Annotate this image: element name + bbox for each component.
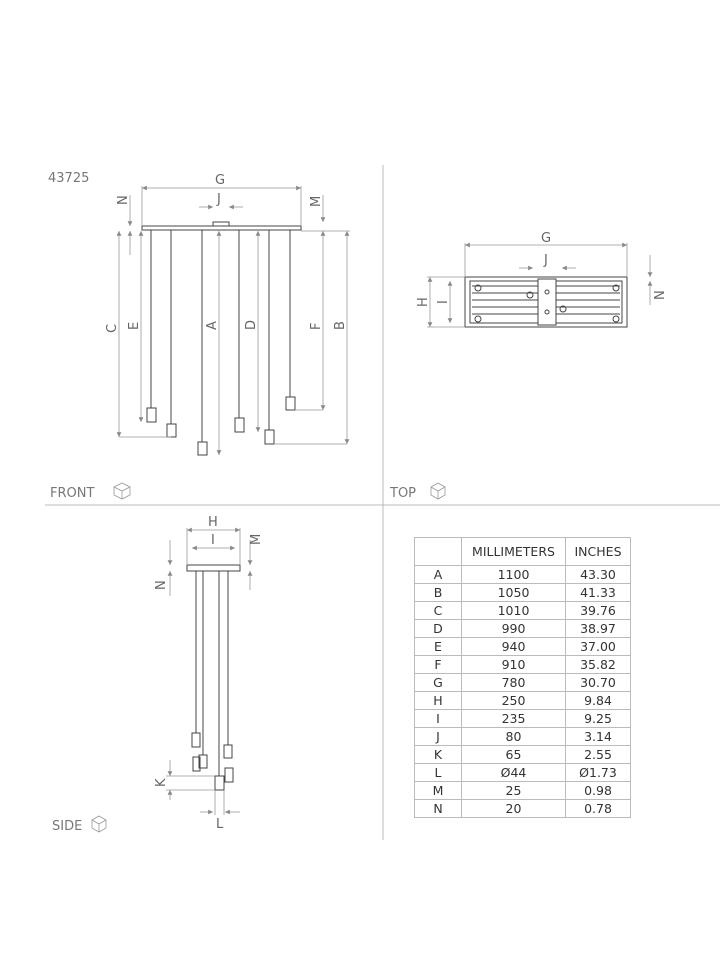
row-inches: 0.78	[565, 799, 631, 818]
front-view-label: FRONT	[50, 486, 94, 501]
side-view-label: SIDE	[52, 819, 82, 834]
front-view: G J N M C E A D F B	[105, 173, 350, 456]
row-inches: 37.00	[565, 637, 631, 656]
row-millimeters: 1010	[461, 601, 566, 620]
top-view: G J H I N	[416, 231, 668, 328]
row-inches: 41.33	[565, 583, 631, 602]
row-key: G	[414, 673, 462, 692]
cube-icon	[430, 482, 446, 500]
row-key: B	[414, 583, 462, 602]
row-key: J	[414, 727, 462, 746]
row-inches: 30.70	[565, 673, 631, 692]
dim-label-e: E	[127, 322, 142, 330]
row-inches: 35.82	[565, 655, 631, 674]
dim-label-b: B	[333, 321, 348, 330]
dim-label-a: A	[205, 321, 220, 330]
row-millimeters: 25	[461, 781, 566, 800]
dim-label-c: C	[105, 324, 120, 333]
row-key: C	[414, 601, 462, 620]
column-header-key	[414, 537, 462, 566]
dim-label-l: L	[216, 817, 224, 832]
row-millimeters: 80	[461, 727, 566, 746]
row-key: F	[414, 655, 462, 674]
dim-label-d: D	[244, 320, 259, 330]
row-inches: 3.14	[565, 727, 631, 746]
dim-label-k: K	[154, 778, 169, 787]
row-inches: 9.84	[565, 691, 631, 710]
dim-label-h: H	[416, 297, 431, 307]
row-millimeters: 235	[461, 709, 566, 728]
row-inches: 39.76	[565, 601, 631, 620]
dim-label-j: J	[216, 192, 221, 207]
row-inches: 38.97	[565, 619, 631, 638]
row-inches: Ø1.73	[565, 763, 631, 782]
dim-label-n: N	[653, 290, 668, 300]
row-key: L	[414, 763, 462, 782]
dim-label-f: F	[309, 323, 324, 330]
row-inches: 9.25	[565, 709, 631, 728]
row-millimeters: 20	[461, 799, 566, 818]
dim-label-n: N	[116, 195, 131, 205]
dim-label-g: G	[215, 173, 225, 188]
row-inches: 43.30	[565, 565, 631, 584]
row-millimeters: 780	[461, 673, 566, 692]
row-key: K	[414, 745, 462, 764]
row-millimeters: 990	[461, 619, 566, 638]
dim-label-h: H	[208, 515, 218, 530]
top-view-label: TOP	[389, 486, 416, 501]
cube-icon	[113, 482, 131, 500]
row-millimeters: 65	[461, 745, 566, 764]
dim-label-i: I	[436, 300, 451, 304]
row-millimeters: 1100	[461, 565, 566, 584]
column-header-millimeters: MILLIMETERS	[461, 537, 566, 566]
cube-icon	[91, 815, 107, 833]
row-key: N	[414, 799, 462, 818]
row-key: D	[414, 619, 462, 638]
dim-label-m: M	[309, 196, 324, 207]
row-millimeters: 910	[461, 655, 566, 674]
row-key: E	[414, 637, 462, 656]
side-view: H I M N K L	[154, 515, 264, 832]
dim-label-g: G	[541, 231, 551, 246]
row-millimeters: Ø44	[461, 763, 566, 782]
table-header-row: MILLIMETERS INCHES	[414, 537, 631, 566]
dim-label-n: N	[154, 580, 169, 590]
row-key: H	[414, 691, 462, 710]
row-inches: 0.98	[565, 781, 631, 800]
dim-label-j: J	[543, 253, 548, 268]
dim-label-i: I	[211, 533, 215, 548]
row-millimeters: 250	[461, 691, 566, 710]
row-key: A	[414, 565, 462, 584]
row-inches: 2.55	[565, 745, 631, 764]
dim-label-m: M	[249, 534, 264, 545]
row-key: I	[414, 709, 462, 728]
column-header-inches: INCHES	[565, 537, 631, 566]
row-millimeters: 940	[461, 637, 566, 656]
row-key: M	[414, 781, 462, 800]
row-millimeters: 1050	[461, 583, 566, 602]
model-number: 43725	[48, 171, 89, 186]
